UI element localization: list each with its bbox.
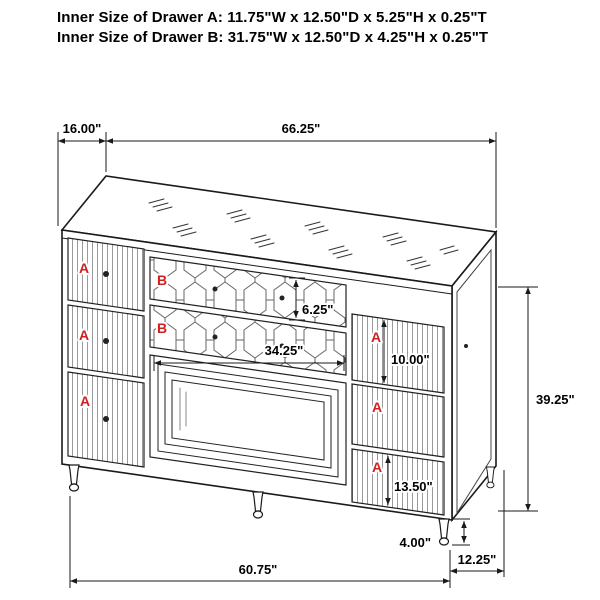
dim-center-width: 34.25" <box>153 341 345 371</box>
knob <box>212 286 218 292</box>
dim-base-depth: 12.25" <box>450 470 505 577</box>
media-panel-ring-3 <box>164 371 332 469</box>
drawer-b-2 <box>149 304 347 376</box>
drawer-b-spec: Inner Size of Drawer B: 31.75"W x 12.50"… <box>57 28 489 46</box>
dim-base-width-label: 60.75" <box>239 562 278 577</box>
media-panel-inner <box>171 379 325 461</box>
dim-top-depth-label: 16.00" <box>63 121 102 136</box>
dim-drawer-b-height-label: 6.25" <box>302 302 333 317</box>
dim-center-width-label: 34.25" <box>265 343 304 358</box>
media-panel-ring-2 <box>157 363 339 478</box>
center-section <box>149 256 347 486</box>
drawer-a-4 <box>351 313 445 394</box>
leg-front-left <box>68 464 80 492</box>
dim-bottom-right-drawer-height: 13.50" <box>385 456 435 505</box>
dim-leg-height: 4.00" <box>398 518 470 552</box>
dim-top-width: 66.25" <box>106 121 497 228</box>
label-drawer-a-3: A <box>80 393 90 409</box>
dim-base-depth-label: 12.25" <box>458 552 497 567</box>
drawer-letters: A A A B B A A A <box>77 258 384 477</box>
knob <box>279 295 285 301</box>
drawer-a-5 <box>351 383 445 458</box>
leg-front-center <box>252 491 264 519</box>
side-face-inner-border <box>456 248 492 515</box>
label-drawer-a-5: A <box>372 399 382 415</box>
knob <box>103 271 109 277</box>
label-drawer-a-6: A <box>372 459 382 475</box>
knob <box>212 334 218 340</box>
dim-right-drawer-height-label: 10.00" <box>391 352 430 367</box>
dim-overall-height-label: 39.25" <box>536 392 575 407</box>
knob <box>103 416 109 422</box>
dim-bottom-right-drawer-height-label: 13.50" <box>394 479 433 494</box>
dim-drawer-b-height: 6.25" <box>289 277 335 321</box>
leg-front-right <box>438 518 450 546</box>
drawer-knobs <box>103 271 285 422</box>
dim-right-drawer-height: 10.00" <box>381 320 432 383</box>
side-pin <box>464 344 468 348</box>
dim-base-width: 60.75" <box>69 496 451 588</box>
dresser-drawing: A A A B B A A A <box>60 175 498 546</box>
wood-grain-marks <box>148 198 459 270</box>
legs <box>68 464 495 546</box>
dimension-annotations: 16.00" 66.25" 39.25" 6.25" <box>57 121 577 588</box>
right-drawer-column <box>351 313 445 516</box>
dim-overall-height: 39.25" <box>498 286 577 512</box>
dim-top-width-label: 66.25" <box>282 121 321 136</box>
drawer-a-6 <box>351 448 445 516</box>
label-drawer-a-1: A <box>79 260 89 276</box>
label-drawer-a-2: A <box>79 327 89 343</box>
label-drawer-b-2: B <box>157 320 167 336</box>
dim-leg-height-label: 4.00" <box>400 535 431 550</box>
drawer-a-spec: Inner Size of Drawer A: 11.75"W x 12.50"… <box>57 9 487 26</box>
knob <box>279 343 285 349</box>
leg-back-right <box>485 466 495 489</box>
spec-header: Inner Size of Drawer A: 11.75"W x 12.50"… <box>57 8 488 48</box>
label-drawer-a-4: A <box>371 329 381 345</box>
label-drawer-b-1: B <box>157 272 167 288</box>
knob <box>103 338 109 344</box>
